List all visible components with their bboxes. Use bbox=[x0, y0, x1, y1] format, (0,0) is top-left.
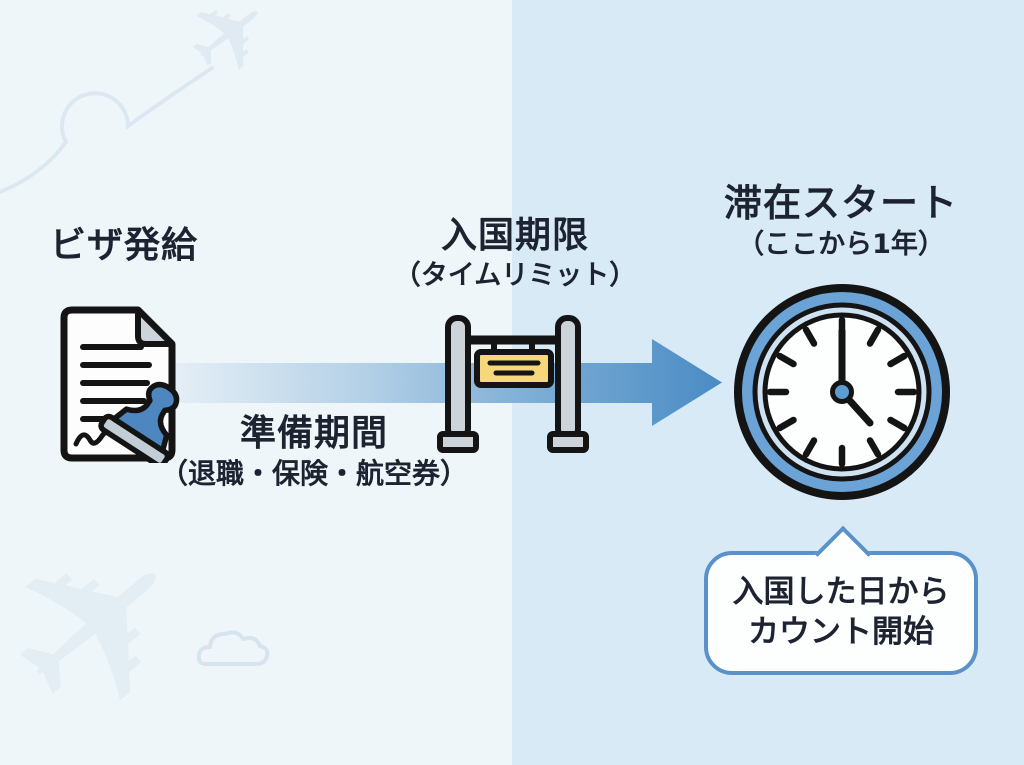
stage-title: 入国期限 bbox=[440, 215, 589, 256]
stage-label-preparation: 準備期間 （退職・保険・航空券） bbox=[152, 414, 476, 489]
rubber-stamp-icon bbox=[98, 381, 180, 463]
clock-icon bbox=[734, 284, 950, 500]
cloud-icon bbox=[196, 630, 270, 666]
airplane-takeoff-icon: ✈ bbox=[160, 0, 299, 108]
stage-label-entry-limit: 入国期限 （タイムリミット） bbox=[385, 216, 645, 290]
callout-bubble: 入国した日から カウント開始 bbox=[704, 525, 978, 675]
stage-subtitle: （タイムリミット） bbox=[393, 259, 637, 291]
document-with-stamp-icon bbox=[60, 306, 180, 463]
stage-subtitle: （退職・保険・航空券） bbox=[159, 456, 468, 490]
airplane-large-icon: ✈ bbox=[0, 473, 248, 765]
gate-with-sign-icon bbox=[437, 315, 589, 453]
flight-path-loop bbox=[0, 66, 214, 195]
stage-title: ビザ発給 bbox=[50, 225, 199, 266]
timeline-arrow bbox=[165, 339, 722, 426]
stage-label-stay-start: 滞在スタート （ここから1年） bbox=[697, 181, 985, 260]
callout-line-2: カウント開始 bbox=[748, 614, 934, 650]
stage-subtitle: （ここから1年） bbox=[737, 228, 945, 260]
stage-label-visa-issued: ビザ発給 bbox=[50, 226, 198, 266]
stage-title: 滞在スタート bbox=[723, 181, 958, 225]
stage-title: 準備期間 bbox=[239, 413, 388, 454]
callout-line-1: 入国した日から bbox=[732, 574, 950, 611]
